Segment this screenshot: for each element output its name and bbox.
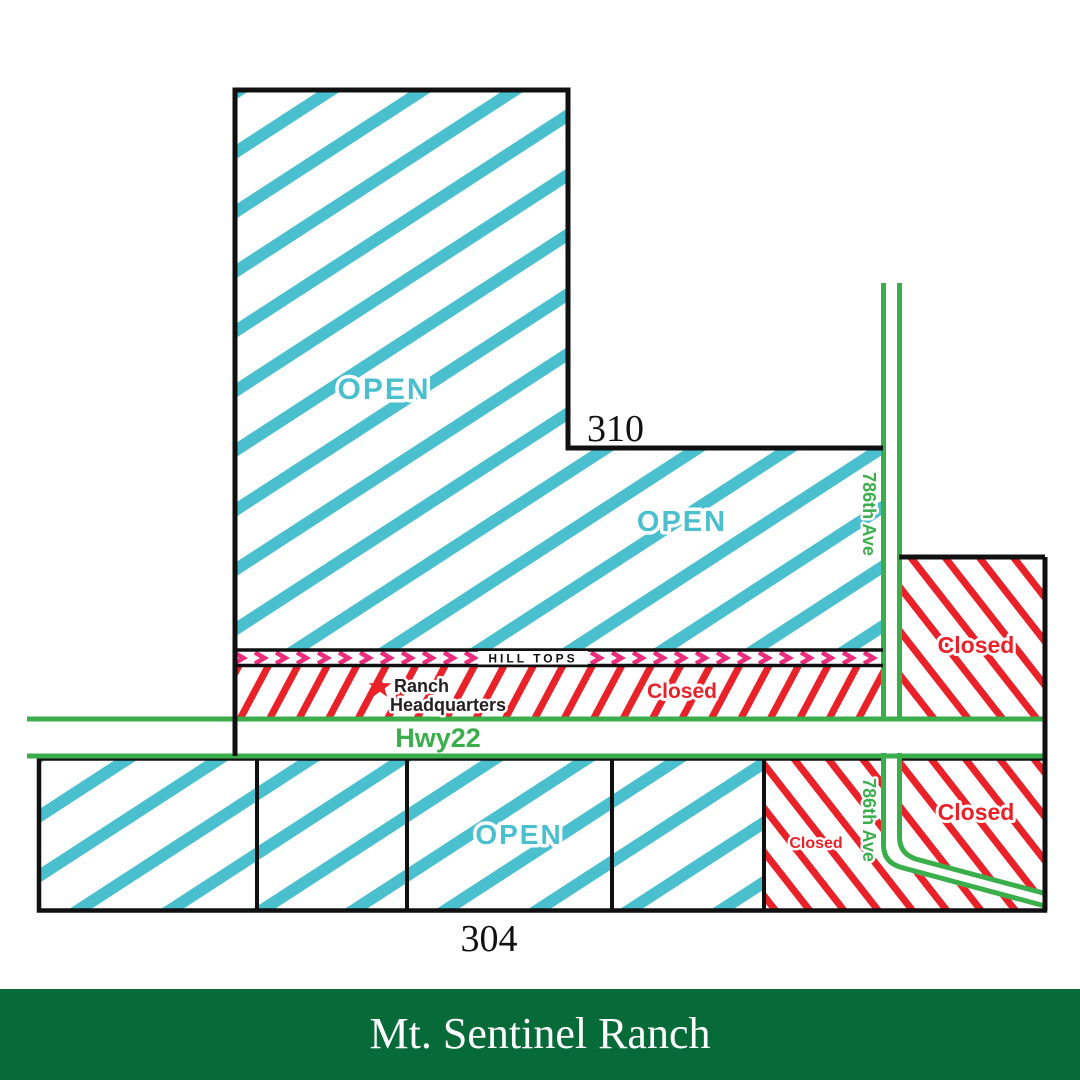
road-786th-upper-corridor (881, 283, 902, 717)
label-closed-bottom-right: Closed (938, 799, 1015, 825)
label-parcel-310: 310 (587, 408, 644, 450)
region-open-upper (235, 90, 883, 649)
label-closed-bottom-small: Closed (789, 835, 842, 852)
bottom-row-dividers (255, 758, 766, 911)
region-open-bottom-row (39, 758, 764, 911)
footer-title: Mt. Sentinel Ranch (370, 1009, 711, 1058)
footer-bar (0, 989, 1080, 1080)
label-786th-ave-lower: 786th Ave (859, 778, 879, 862)
label-open-upper: OPEN (337, 373, 430, 406)
label-hwy22: Hwy22 (395, 723, 481, 753)
label-ranch-hq-line2: Headquarters (390, 695, 506, 715)
open-upper-outline (232, 87, 883, 756)
star-icon (368, 675, 392, 697)
road-786th-lower-left-line (881, 753, 1046, 909)
hilltops-label-bg (478, 651, 588, 665)
label-open-mid: OPEN (637, 506, 727, 538)
label-ranch-hq-line1: Ranch (394, 676, 449, 696)
label-closed-topright: Closed (938, 632, 1015, 658)
label-open-bottom: OPEN (475, 819, 562, 850)
region-closed-topright (899, 557, 1045, 719)
label-hilltops: HILL TOPS (488, 652, 577, 666)
hilltops-strip-borders (235, 648, 883, 668)
road-786th-lower-right-line (897, 753, 1046, 896)
road-786th-lower-corridor (881, 753, 1045, 909)
region-closed-hq-strip (235, 666, 883, 719)
label-786th-ave-upper: 786th Ave (859, 472, 879, 556)
label-closed-hq-strip: Closed (647, 680, 717, 703)
road-hwy22-corridor (26, 716, 1047, 758)
label-parcel-304: 304 (461, 918, 518, 960)
